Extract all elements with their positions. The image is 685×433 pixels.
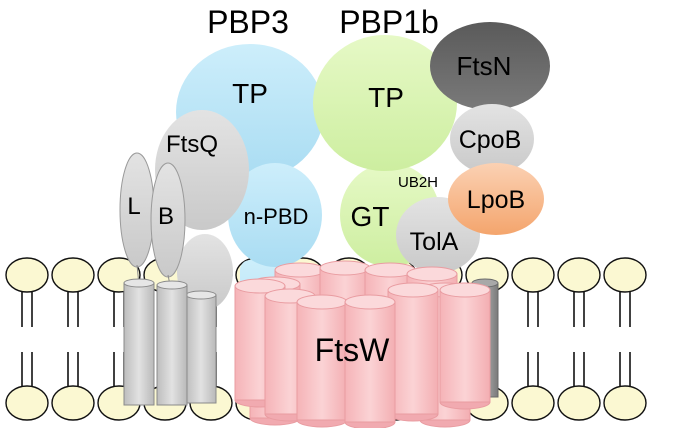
- ftsw-helix-top: [406, 266, 458, 282]
- lipid: [511, 257, 555, 421]
- ftsl-tm-helix-top: [123, 278, 155, 288]
- ftsw-helix-body: [296, 301, 348, 421]
- ftsw-helix-top: [387, 282, 439, 298]
- lipid-head: [557, 385, 601, 421]
- ftsb-tm-helix: [156, 284, 188, 406]
- ftsq-tm-helix: [185, 294, 217, 404]
- lipid: [97, 257, 141, 421]
- ftsqlb-complex: FtsQ L B: [119, 110, 249, 406]
- pbp3-npbd-domain: [228, 163, 322, 267]
- ftsw-helix-top: [234, 278, 286, 294]
- lpob-protein: [448, 163, 544, 235]
- pbp1b-title: PBP1b: [339, 4, 439, 40]
- lipid: [5, 257, 49, 421]
- lipid-head: [511, 385, 555, 421]
- ftsw-helix: [387, 282, 439, 422]
- ftsw-helix-body: [439, 289, 491, 403]
- pbp1b-ub2h-label: UB2H: [398, 174, 438, 191]
- ftsw-helix-body: [344, 301, 396, 423]
- ftsb-label: B: [158, 203, 174, 230]
- lipid-head: [5, 257, 49, 293]
- pbp1b-tp-domain: [313, 35, 457, 171]
- ftsq-label: FtsQ: [166, 131, 218, 158]
- lipid-head: [603, 385, 647, 421]
- ftsw-helix-top: [344, 294, 396, 310]
- lipid-head: [557, 257, 601, 293]
- ftsw-protein: [234, 260, 491, 430]
- lipid-head: [603, 257, 647, 293]
- lipid-head: [511, 257, 555, 293]
- lipid-head: [51, 257, 95, 293]
- ftsl-label: L: [127, 193, 140, 220]
- ftsw-helix: [439, 282, 491, 410]
- ftsw-helix-top: [319, 260, 371, 276]
- ftsw-helix-body: [387, 289, 439, 415]
- ftsb-tm-helix-top: [156, 280, 188, 290]
- ftsl-tm-helix: [123, 282, 155, 406]
- ftsq-lower-domain: [177, 234, 233, 310]
- tola-label: TolA: [410, 228, 459, 256]
- ftsn-protein: [430, 22, 550, 110]
- ftsw-label: FtsW: [315, 332, 390, 368]
- lipid: [603, 257, 647, 421]
- ftsw-helix: [296, 294, 348, 428]
- pbp1b-tp-label: TP: [368, 82, 404, 113]
- ftsw-helix: [344, 294, 396, 430]
- ftsn-label: FtsN: [457, 51, 512, 81]
- pbp3-tp-label: TP: [232, 78, 268, 109]
- ftsw-helix-top: [274, 262, 326, 278]
- lipid: [51, 257, 95, 421]
- lipid-head: [5, 385, 49, 421]
- cpob-protein: [450, 104, 534, 174]
- pbp3-npbd-label: n-PBD: [244, 204, 309, 229]
- pbp1b-gt-label: GT: [351, 201, 390, 232]
- ftsw-helix-top: [296, 294, 348, 310]
- cpob-label: CpoB: [459, 126, 522, 154]
- lipid-head: [51, 385, 95, 421]
- lipid: [557, 257, 601, 421]
- ftsw-helix-top: [439, 282, 491, 298]
- pbp3-title: PBP3: [207, 4, 289, 40]
- lpob-label: LpoB: [467, 186, 525, 214]
- ftsq-tm-helix-top: [185, 290, 217, 300]
